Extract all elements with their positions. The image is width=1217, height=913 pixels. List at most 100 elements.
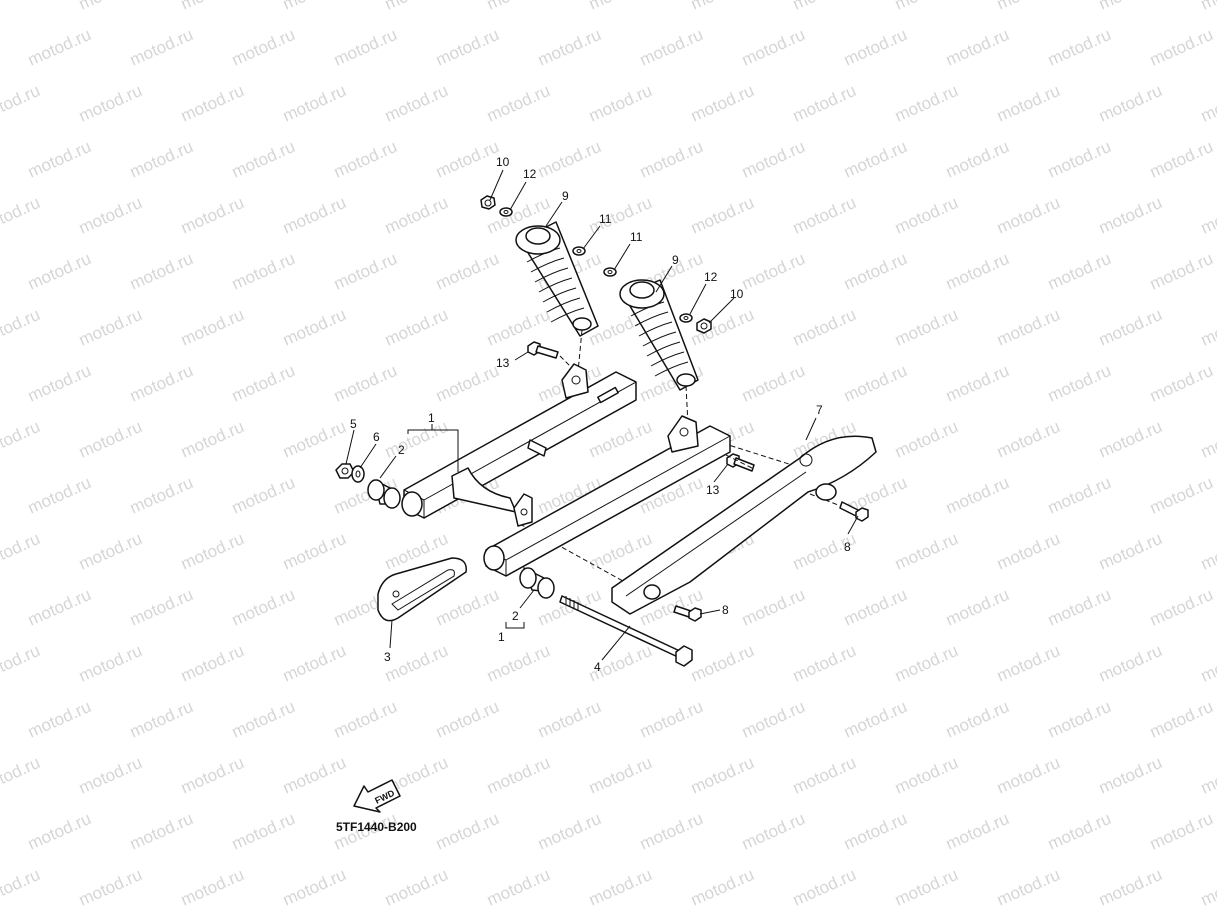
watermark-text: motod.ru <box>1198 865 1217 910</box>
watermark-text: motod.ru <box>229 473 298 518</box>
watermark-text: motod.ru <box>229 585 298 630</box>
watermark-text: motod.ru <box>1045 249 1114 294</box>
watermark-text: motod.ru <box>535 25 604 70</box>
watermark-text: motod.ru <box>127 25 196 70</box>
watermark-text: motod.ru <box>790 753 859 798</box>
watermark-text: motod.ru <box>739 137 808 182</box>
watermark-text: motod.ru <box>178 0 247 14</box>
watermark-text: motod.ru <box>76 305 145 350</box>
watermark-text: motod.ru <box>994 81 1063 126</box>
watermark-text: motod.ru <box>892 529 961 574</box>
watermark-text: motod.ru <box>76 865 145 910</box>
watermark-text: motod.ru <box>331 697 400 742</box>
washer-6 <box>351 465 365 483</box>
watermark-text: motod.ru <box>1096 529 1165 574</box>
watermark-text: motod.ru <box>178 81 247 126</box>
watermark-text: motod.ru <box>0 417 43 462</box>
watermark-text: motod.ru <box>892 641 961 686</box>
watermark-text: motod.ru <box>637 137 706 182</box>
watermark-text: motod.ru <box>229 25 298 70</box>
watermark-text: motod.ru <box>280 0 349 14</box>
watermark-text: motod.ru <box>892 193 961 238</box>
watermark-text: motod.ru <box>790 641 859 686</box>
watermark-text: motod.ru <box>433 585 502 630</box>
watermark-text: motod.ru <box>841 25 910 70</box>
watermark-text: motod.ru <box>0 529 43 574</box>
watermark-text: motod.ru <box>178 753 247 798</box>
nut-5 <box>335 463 355 479</box>
watermark-text: motod.ru <box>688 753 757 798</box>
watermark-text: motod.ru <box>943 473 1012 518</box>
watermark-text: motod.ru <box>229 249 298 294</box>
callout-2-lower: 2 <box>512 609 519 623</box>
bushing-2-upper <box>367 479 401 509</box>
watermark-text: motod.ru <box>280 417 349 462</box>
watermark-text: motod.ru <box>535 137 604 182</box>
watermark-text: motod.ru <box>1045 137 1114 182</box>
watermark-text: motod.ru <box>790 0 859 14</box>
watermark-text: motod.ru <box>892 305 961 350</box>
watermark-text: motod.ru <box>1198 81 1217 126</box>
watermark-text: motod.ru <box>892 753 961 798</box>
watermark-text: motod.ru <box>25 473 94 518</box>
fwd-arrow-icon: FWD <box>353 779 401 813</box>
watermark-text: motod.ru <box>841 137 910 182</box>
watermark-text: motod.ru <box>841 697 910 742</box>
watermark-text: motod.ru <box>1096 193 1165 238</box>
watermark-text: motod.ru <box>1096 865 1165 910</box>
callout-10-right: 10 <box>730 287 744 301</box>
watermark-text: motod.ru <box>127 249 196 294</box>
watermark-text: motod.ru <box>25 809 94 854</box>
watermark-text: motod.ru <box>1198 0 1217 14</box>
watermark-text: motod.ru <box>943 585 1012 630</box>
washer-12-left <box>499 207 513 217</box>
watermark-text: motod.ru <box>892 81 961 126</box>
watermark-text: motod.ru <box>892 865 961 910</box>
watermark-text: motod.ru <box>331 361 400 406</box>
watermark-text: motod.ru <box>1096 305 1165 350</box>
watermark-text: motod.ru <box>688 0 757 14</box>
watermark-text: motod.ru <box>994 529 1063 574</box>
callout-8-rear: 8 <box>844 540 851 554</box>
washer-11-left <box>572 246 586 256</box>
bolt-8-front <box>673 605 702 622</box>
watermark-text: motod.ru <box>943 809 1012 854</box>
watermark-text: motod.ru <box>1147 25 1216 70</box>
chain-guide <box>377 557 467 622</box>
watermark-text: motod.ru <box>1045 585 1114 630</box>
watermark-text: motod.ru <box>25 25 94 70</box>
watermark-text: motod.ru <box>178 865 247 910</box>
watermark-text: motod.ru <box>0 193 43 238</box>
watermark-text: motod.ru <box>484 305 553 350</box>
callout-11-left: 11 <box>599 212 612 226</box>
watermark-text: motod.ru <box>76 753 145 798</box>
watermark-text: motod.ru <box>0 641 43 686</box>
callout-12-left: 12 <box>523 167 537 181</box>
chain-case <box>611 435 877 615</box>
watermark-text: motod.ru <box>790 81 859 126</box>
callout-12-right: 12 <box>704 270 718 284</box>
watermark-text: motod.ru <box>484 641 553 686</box>
watermark-text: motod.ru <box>433 25 502 70</box>
watermark-text: motod.ru <box>25 361 94 406</box>
watermark-text: motod.ru <box>484 753 553 798</box>
watermark-text: motod.ru <box>688 193 757 238</box>
watermark-text: motod.ru <box>1198 417 1217 462</box>
watermark-text: motod.ru <box>994 641 1063 686</box>
watermark-text: motod.ru <box>127 137 196 182</box>
watermark-text: motod.ru <box>178 529 247 574</box>
watermark-text: motod.ru <box>586 0 655 14</box>
callout-1-upper: 1 <box>428 411 435 425</box>
callout-10-left: 10 <box>496 155 510 169</box>
watermark-text: motod.ru <box>739 809 808 854</box>
watermark-text: motod.ru <box>484 81 553 126</box>
watermark-text: motod.ru <box>1045 697 1114 742</box>
watermark-text: motod.ru <box>280 193 349 238</box>
watermark-text: motod.ru <box>739 361 808 406</box>
watermark-text: motod.ru <box>178 193 247 238</box>
watermark-text: motod.ru <box>1096 81 1165 126</box>
watermark-text: motod.ru <box>1147 697 1216 742</box>
watermark-text: motod.ru <box>943 249 1012 294</box>
watermark-text: motod.ru <box>1096 417 1165 462</box>
